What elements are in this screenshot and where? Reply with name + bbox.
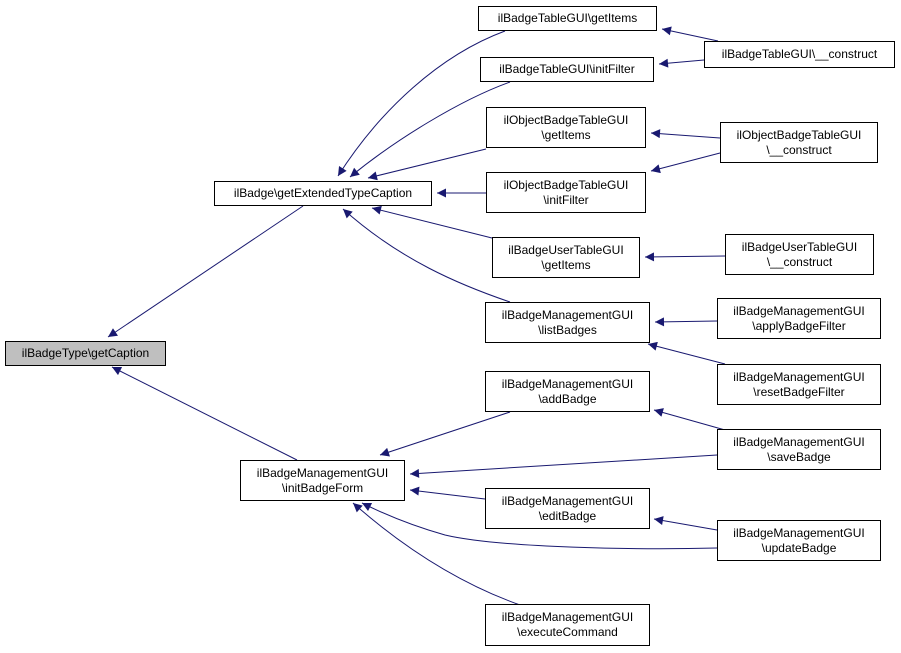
node-objectbadgetable-construct-method: \__construct <box>766 142 832 157</box>
edge-getext-to-gettype <box>107 205 304 338</box>
node-badgetable-initfilter[interactable]: ilBadgeTableGUI\initFilter <box>480 57 654 82</box>
node-addbadge-method: \addBadge <box>538 391 597 406</box>
node-badgeusertable-construct-class: ilBadgeUserTableGUI <box>741 239 858 254</box>
edge-btconstruct-to-btinitfilter <box>658 58 705 68</box>
node-objectbadgetable-initfilter-class: ilObjectBadgeTableGUI <box>503 177 629 192</box>
node-getextendedtypecaption-label: ilBadge\getExtendedTypeCaption <box>233 186 413 200</box>
node-executecommand[interactable]: ilBadgeManagementGUI \executeCommand <box>485 604 650 646</box>
node-listbadges-class: ilBadgeManagementGUI <box>501 307 634 322</box>
edge-btinitfilter-to-getext <box>349 81 511 178</box>
node-savebadge-class: ilBadgeManagementGUI <box>733 434 865 449</box>
edge-obtconstruct-to-obtinitfilter <box>650 152 721 174</box>
node-resetbadgefilter-class: ilBadgeManagementGUI <box>733 369 865 384</box>
node-badgetable-getitems-label: ilBadgeTableGUI\getItems <box>497 11 638 25</box>
edge-obtgetitems-to-getext <box>367 148 487 181</box>
node-listbadges-method: \listBadges <box>538 322 597 337</box>
node-updatebadge[interactable]: ilBadgeManagementGUI \updateBadge <box>717 520 881 561</box>
node-applybadgefilter-class: ilBadgeManagementGUI <box>733 303 865 318</box>
edge-updatebadge-to-initform <box>361 502 718 550</box>
node-getcaption[interactable]: ilBadgeType\getCaption <box>5 341 166 366</box>
node-updatebadge-class: ilBadgeManagementGUI <box>733 525 865 540</box>
node-objectbadgetable-construct[interactable]: ilObjectBadgeTableGUI \__construct <box>720 122 878 163</box>
node-initbadgeform-class: ilBadgeManagementGUI <box>256 465 389 480</box>
edge-btconstruct-to-btgetitems <box>661 26 719 42</box>
node-editbadge-method: \editBadge <box>538 508 597 523</box>
node-savebadge-method: \saveBadge <box>767 449 831 464</box>
node-badgetable-initfilter-label: ilBadgeTableGUI\initFilter <box>499 62 635 76</box>
node-objectbadgetable-getitems-class: ilObjectBadgeTableGUI <box>503 112 629 127</box>
node-resetbadgefilter[interactable]: ilBadgeManagementGUI \resetBadgeFilter <box>717 364 881 405</box>
edge-resetfilter-to-listbadges <box>647 341 726 365</box>
node-objectbadgetable-getitems-method: \getItems <box>541 127 591 142</box>
node-addbadge-class: ilBadgeManagementGUI <box>501 376 634 391</box>
node-applybadgefilter[interactable]: ilBadgeManagementGUI \applyBadgeFilter <box>717 298 881 339</box>
node-badgetable-getitems[interactable]: ilBadgeTableGUI\getItems <box>478 6 657 31</box>
node-objectbadgetable-initfilter[interactable]: ilObjectBadgeTableGUI \initFilter <box>486 172 646 213</box>
edge-savebadge-to-initform <box>409 454 718 478</box>
node-addbadge[interactable]: ilBadgeManagementGUI \addBadge <box>485 371 650 412</box>
edge-savebadge-to-addbadge <box>653 408 726 431</box>
node-badgeusertable-getitems-method: \getItems <box>541 257 591 272</box>
node-badgetable-construct[interactable]: ilBadgeTableGUI\__construct <box>704 41 895 68</box>
node-badgeusertable-construct[interactable]: ilBadgeUserTableGUI \__construct <box>725 234 874 275</box>
edge-execcommand-to-initform <box>352 502 521 606</box>
node-getcaption-label: ilBadgeType\getCaption <box>21 346 150 360</box>
node-badgetable-construct-label: ilBadgeTableGUI\__construct <box>721 47 878 61</box>
edge-addbadge-to-initform <box>379 411 511 457</box>
edge-editbadge-to-initform <box>409 486 486 500</box>
edge-obtconstruct-to-obtgetitems <box>650 129 721 139</box>
edge-btgetitems-to-getext <box>337 30 506 177</box>
node-badgeusertable-getitems-class: ilBadgeUserTableGUI <box>508 242 624 257</box>
edge-applyfilter-to-listbadges <box>654 317 718 327</box>
edge-listbadges-to-getext <box>342 208 511 303</box>
node-editbadge-class: ilBadgeManagementGUI <box>501 493 634 508</box>
node-objectbadgetable-getitems[interactable]: ilObjectBadgeTableGUI \getItems <box>486 107 646 148</box>
node-initbadgeform[interactable]: ilBadgeManagementGUI \initBadgeForm <box>240 460 405 501</box>
edge-initform-to-gettype <box>111 366 298 461</box>
node-applybadgefilter-method: \applyBadgeFilter <box>752 318 846 333</box>
node-updatebadge-method: \updateBadge <box>761 540 837 555</box>
edge-updatebadge-to-editbadge <box>653 516 718 531</box>
node-badgeusertable-getitems[interactable]: ilBadgeUserTableGUI \getItems <box>492 237 640 278</box>
edge-butgetitems-to-getext <box>371 205 501 241</box>
node-initbadgeform-method: \initBadgeForm <box>281 480 364 495</box>
node-executecommand-method: \executeCommand <box>517 625 618 639</box>
node-badgeusertable-construct-method: \__construct <box>766 254 833 269</box>
node-savebadge[interactable]: ilBadgeManagementGUI \saveBadge <box>717 429 881 470</box>
node-getextendedtypecaption[interactable]: ilBadge\getExtendedTypeCaption <box>214 181 432 206</box>
node-listbadges[interactable]: ilBadgeManagementGUI \listBadges <box>485 302 650 343</box>
node-objectbadgetable-initfilter-method: \initFilter <box>543 192 589 207</box>
node-objectbadgetable-construct-class: ilObjectBadgeTableGUI <box>736 127 862 142</box>
node-resetbadgefilter-method: \resetBadgeFilter <box>753 384 845 399</box>
node-editbadge[interactable]: ilBadgeManagementGUI \editBadge <box>485 488 650 529</box>
node-executecommand-class: ilBadgeManagementGUI <box>501 610 634 624</box>
edge-butconstruct-to-butgetitems <box>644 252 726 262</box>
